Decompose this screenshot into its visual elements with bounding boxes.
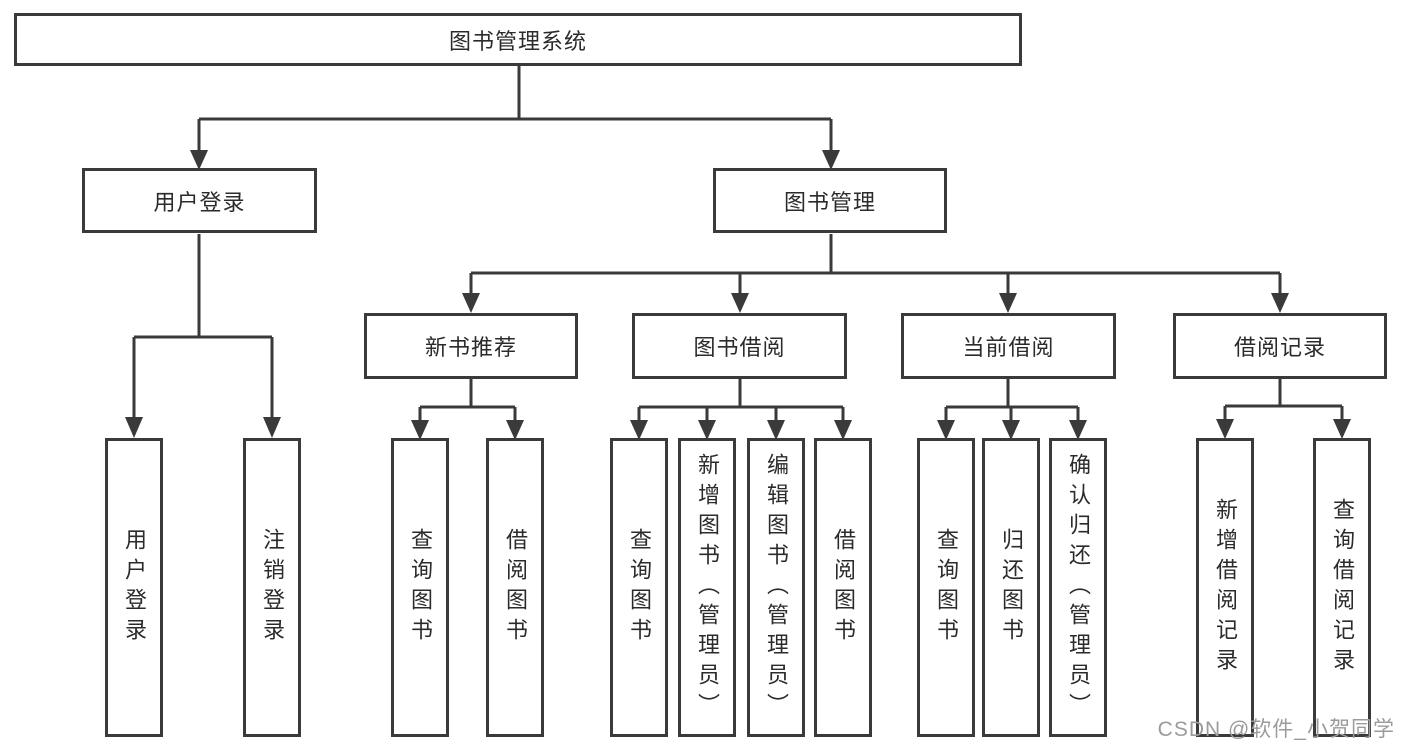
node-library-management-system: 图书管理系统 <box>14 13 1022 66</box>
node-label: 借阅记录 <box>1233 335 1326 360</box>
node-label: 用户登录 <box>153 189 246 215</box>
leaf-query-books-borrow: 查询图书 <box>610 438 668 737</box>
node-label: 当前借阅 <box>962 335 1055 360</box>
node-borrow-records: 借阅记录 <box>1173 313 1387 379</box>
node-user-login: 用户登录 <box>82 168 317 233</box>
arrowhead-icon <box>937 420 1087 440</box>
arrowhead-icon <box>1216 419 1351 439</box>
leaf-label: 查询图书 <box>408 527 433 648</box>
leaf-borrow-books-borrow: 借阅图书 <box>814 438 872 737</box>
node-label: 图书管理 <box>783 189 876 215</box>
node-label: 图书管理系统 <box>448 28 587 54</box>
connector-bookborrow-to-leaves <box>637 379 845 422</box>
arrowhead-icon <box>411 420 524 440</box>
leaf-user-login: 用户登录 <box>105 438 163 737</box>
leaf-add-book-admin: 新增图书（管理员） <box>678 438 736 737</box>
leaf-edit-book-admin: 编辑图书（管理员） <box>747 438 805 737</box>
node-book-borrow: 图书借阅 <box>632 313 847 379</box>
connector-userlogin-to-leaves <box>132 234 274 419</box>
leaf-label: 确认归还（管理员） <box>1066 452 1091 723</box>
leaf-query-books-newbook: 查询图书 <box>391 438 449 737</box>
node-book-management: 图书管理 <box>713 168 947 233</box>
arrowhead-icon <box>125 417 281 438</box>
arrowhead-icon <box>190 150 840 170</box>
leaf-label: 查询借阅记录 <box>1330 497 1355 678</box>
connector-newbook-to-leaves <box>418 379 517 422</box>
connector-borrowrecords-to-leaves <box>1223 379 1344 421</box>
leaf-query-borrow-record: 查询借阅记录 <box>1313 438 1371 737</box>
leaf-label: 归还图书 <box>999 527 1024 648</box>
leaf-label: 查询图书 <box>627 527 652 648</box>
node-label: 新书推荐 <box>424 335 517 360</box>
leaf-label: 新增图书（管理员） <box>695 452 720 723</box>
leaf-label: 查询图书 <box>934 527 959 648</box>
connector-root-to-level2 <box>197 66 833 152</box>
leaf-add-borrow-record: 新增借阅记录 <box>1196 438 1254 737</box>
leaf-borrow-books-newbook: 借阅图书 <box>486 438 544 737</box>
connector-bookmgmt-to-level3 <box>469 234 1282 295</box>
connector-currentborrow-to-leaves <box>944 379 1080 422</box>
leaf-logout: 注销登录 <box>243 438 301 737</box>
csdn-watermark: CSDN @软件_小贺同学 <box>1157 718 1395 741</box>
leaf-label: 注销登录 <box>260 527 285 648</box>
leaf-query-books-current: 查询图书 <box>917 438 975 737</box>
arrowhead-icon <box>630 420 852 440</box>
leaf-label: 新增借阅记录 <box>1213 497 1238 678</box>
node-label: 图书借阅 <box>693 335 786 360</box>
leaf-label: 借阅图书 <box>831 527 856 648</box>
leaf-return-books: 归还图书 <box>982 438 1040 737</box>
node-current-borrow: 当前借阅 <box>901 313 1116 379</box>
leaf-label: 用户登录 <box>122 527 147 648</box>
leaf-label: 编辑图书（管理员） <box>764 452 789 723</box>
leaf-confirm-return-admin: 确认归还（管理员） <box>1049 438 1107 737</box>
node-new-book-recommend: 新书推荐 <box>364 313 578 379</box>
arrowhead-icon <box>462 293 1289 313</box>
leaf-label: 借阅图书 <box>503 527 528 648</box>
